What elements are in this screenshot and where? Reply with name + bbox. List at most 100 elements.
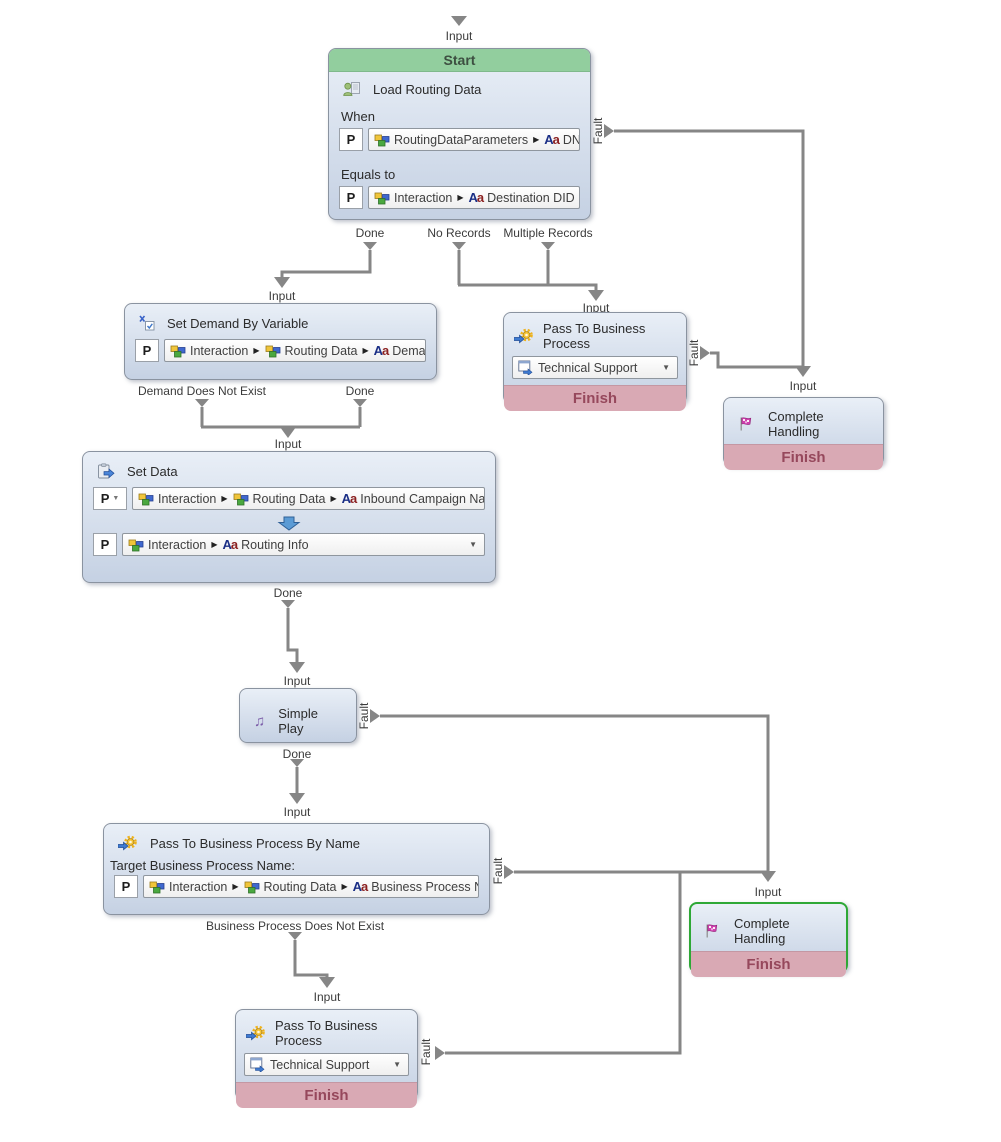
port-label-bp-does-not-exist: Business Process Does Not Exist	[205, 919, 385, 933]
node-pass-to-business-process-bottom[interactable]: Pass To Business Process Technical Suppo…	[235, 1009, 418, 1108]
music-note-icon: ♫	[254, 712, 266, 730]
path-segment-label: Routing Data	[252, 491, 326, 506]
business-process-window-icon	[518, 360, 533, 375]
port-label-multiple-records: Multiple Records	[503, 226, 593, 240]
node-set-data[interactable]: Set Data P ▼ Interaction ▶ Routing Data …	[82, 451, 496, 583]
node-pass-to-business-process-top[interactable]: Pass To Business Process Technical Suppo…	[503, 312, 687, 411]
path-segment-label: RoutingDataParameters	[394, 132, 529, 147]
assign-direction-row	[83, 516, 495, 531]
node-title-row: Complete Handling	[724, 398, 883, 444]
chevron-right-icon: ▶	[211, 540, 218, 549]
selected-business-process: Technical Support	[538, 360, 638, 375]
node-pass-to-business-process-by-name[interactable]: Pass To Business Process By Name Target …	[103, 823, 490, 915]
connector-set-data-done[interactable]	[281, 600, 305, 673]
path-segment: Interaction	[128, 537, 206, 552]
node-title: Load Routing Data	[373, 81, 482, 97]
node-set-demand-by-variable[interactable]: Set Demand By Variable P Interaction ▶ R…	[124, 303, 437, 380]
path-segment: Aa Routing Info	[223, 537, 309, 552]
chevron-right-icon: ▶	[457, 193, 464, 202]
connector-simple-play-done[interactable]	[289, 759, 305, 804]
path-segment-label: Interaction	[158, 491, 217, 506]
path-segment-label: Interaction	[394, 190, 453, 205]
node-complete-handling-selected[interactable]: Complete Handling Finish	[689, 902, 848, 977]
path-segment: Aa DNIS	[544, 132, 579, 147]
node-title: Complete Handling	[734, 916, 790, 946]
parameter-toggle[interactable]: P	[93, 533, 117, 556]
finish-footer: Finish	[504, 385, 686, 411]
port-label-input: Input	[789, 379, 817, 393]
node-title-row: Set Data	[83, 452, 495, 484]
port-label-done: Done	[282, 747, 312, 761]
when-label: When	[341, 109, 375, 124]
when-value-combo[interactable]: RoutingDataParameters ▶ Aa DNIS ▼	[368, 128, 580, 151]
connector-start-done[interactable]	[274, 242, 377, 288]
text-variable-icon: Aa	[341, 491, 358, 506]
path-segment: Interaction	[374, 190, 452, 205]
parameter-toggle[interactable]: P	[339, 186, 363, 209]
text-variable-icon: Aa	[373, 343, 390, 358]
parameter-toggle-label: P	[100, 491, 110, 506]
path-segment: Aa Destination DID	[469, 190, 575, 205]
connector-no-records-multiple-records[interactable]	[452, 242, 604, 301]
node-title: Set Demand By Variable	[167, 315, 309, 331]
text-variable-icon: Aa	[544, 132, 560, 147]
path-segment: Routing Data	[265, 343, 358, 358]
chevron-down-icon: ▼	[662, 363, 670, 372]
port-label-no-records: No Records	[427, 226, 491, 240]
target-parameter-row: P Interaction ▶ Aa Routing Info ▼	[93, 533, 485, 556]
node-title: Pass To Business Process	[543, 321, 646, 351]
connector-ptbp-by-name-fault[interactable]	[504, 865, 768, 879]
variable-cubes-icon	[265, 345, 280, 358]
port-label-input: Input	[283, 674, 311, 688]
connector-ptbp-top-fault[interactable]	[700, 346, 803, 369]
connector-bp-does-not-exist[interactable]	[288, 932, 335, 988]
gear-arrow-icon	[118, 835, 137, 851]
chevron-right-icon: ▶	[362, 346, 369, 355]
process-select-row: Technical Support ▼	[244, 1053, 409, 1076]
path-segment: Interaction	[149, 879, 227, 894]
port-label-input: Input	[283, 805, 311, 819]
business-process-combo[interactable]: Technical Support ▼	[244, 1053, 409, 1076]
chevron-right-icon: ▶	[253, 346, 260, 355]
finish-footer: Finish	[691, 951, 846, 977]
path-segment-label: Routing Info	[241, 537, 309, 552]
connector-entry-input[interactable]	[451, 16, 467, 26]
node-title-row: Load Routing Data	[329, 72, 590, 102]
chevron-down-icon: ▼	[393, 1060, 401, 1069]
parameter-toggle[interactable]: P	[114, 875, 138, 898]
start-header: Start	[329, 49, 590, 72]
path-segment: Routing Data	[244, 879, 337, 894]
parameter-toggle[interactable]: P ▼	[93, 487, 127, 510]
node-simple-play[interactable]: ♫ Simple Play	[239, 688, 357, 743]
blue-down-arrow-icon	[278, 516, 300, 531]
path-segment-label: Interaction	[190, 343, 249, 358]
port-label-fault: Fault	[491, 857, 505, 885]
path-segment-label: Inbound Campaign Name	[360, 491, 485, 506]
node-complete-handling-top[interactable]: Complete Handling Finish	[723, 397, 884, 470]
chevron-down-icon: ▼	[469, 540, 477, 549]
target-value-combo[interactable]: Interaction ▶ Aa Routing Info ▼	[122, 533, 485, 556]
when-parameter-row: P RoutingDataParameters ▶ Aa DNIS ▼	[339, 128, 580, 151]
source-value-combo[interactable]: Interaction ▶ Routing Data ▶ Aa Inbound …	[132, 487, 485, 510]
bp-name-value-combo[interactable]: Interaction ▶ Routing Data ▶ Aa Business…	[143, 875, 479, 898]
node-start-load-routing-data[interactable]: Start Load Routing Data When P RoutingDa…	[328, 48, 591, 220]
port-label-fault: Fault	[591, 117, 605, 145]
path-segment-label: Routing Data	[263, 879, 337, 894]
chevron-right-icon: ▶	[221, 494, 228, 503]
path-segment-label: Destination DID	[487, 190, 575, 205]
port-label-input: Input	[582, 301, 610, 315]
business-process-combo[interactable]: Technical Support ▼	[512, 356, 678, 379]
parameter-toggle[interactable]: P	[339, 128, 363, 151]
set-demand-icon	[139, 315, 155, 331]
port-label-fault: Fault	[357, 702, 371, 730]
port-label-input: Input	[274, 437, 302, 451]
parameter-toggle[interactable]: P	[135, 339, 159, 362]
equals-value-combo[interactable]: Interaction ▶ Aa Destination DID ▼	[368, 186, 580, 209]
demand-value-combo[interactable]: Interaction ▶ Routing Data ▶ Aa Demands …	[164, 339, 426, 362]
node-title: Pass To Business Process By Name	[150, 835, 361, 851]
variable-cubes-icon	[374, 192, 390, 205]
process-select-row: Technical Support ▼	[512, 356, 678, 379]
connector-set-demand-outputs[interactable]	[195, 399, 367, 438]
path-segment-label: Business Process Name	[371, 879, 478, 894]
